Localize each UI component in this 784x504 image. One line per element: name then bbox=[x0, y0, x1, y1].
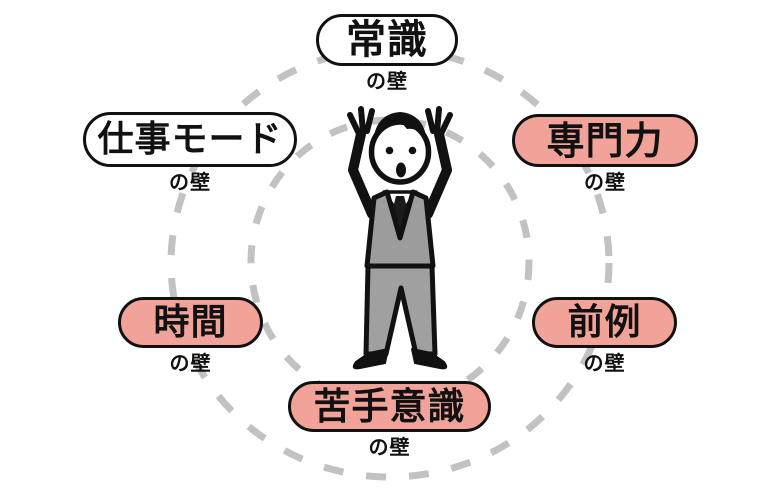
head bbox=[368, 119, 432, 185]
wall-nigate-ishiki-label: 苦手意識 bbox=[313, 385, 466, 428]
left-arm bbox=[348, 129, 377, 219]
wall-senmonryoku-label: 専門力 bbox=[546, 118, 664, 163]
wall-nigate-ishiki-pill: 苦手意識 bbox=[288, 381, 491, 432]
left-shoe bbox=[352, 348, 389, 370]
person-figure bbox=[347, 106, 453, 370]
outer-dashed-circle bbox=[167, 45, 613, 481]
wall-senmonryoku-suffix: の壁 bbox=[584, 170, 626, 194]
hair bbox=[373, 112, 427, 143]
wall-shigoto-mode-label: 仕事モード bbox=[97, 118, 283, 160]
pants bbox=[363, 263, 438, 357]
wall-shigoto-mode-suffix: の壁 bbox=[169, 170, 211, 194]
wall-nigate-ishiki: 苦手意識 の壁 bbox=[288, 381, 491, 457]
left-eye bbox=[385, 146, 394, 155]
wall-jikan-label: 時間 bbox=[153, 301, 228, 343]
wall-joshiki-suffix: の壁 bbox=[366, 69, 408, 93]
right-arm bbox=[423, 129, 452, 219]
wall-jikan-pill: 時間 bbox=[118, 297, 263, 348]
wall-senmonryoku-pill: 専門力 bbox=[512, 114, 698, 167]
left-hand-fingers bbox=[347, 106, 375, 139]
wall-jikan-suffix: の壁 bbox=[169, 351, 212, 375]
wall-senmonryoku: 専門力 の壁 bbox=[512, 114, 698, 192]
right-eye bbox=[408, 146, 417, 155]
wall-zenrei-pill: 前例 bbox=[532, 297, 677, 348]
wall-zenrei-label: 前例 bbox=[567, 301, 642, 343]
right-shoe bbox=[411, 348, 448, 370]
wall-nigate-ishiki-suffix: の壁 bbox=[368, 435, 411, 459]
wall-shigoto-mode: 仕事モード の壁 bbox=[83, 112, 297, 192]
wall-zenrei: 前例 の壁 bbox=[532, 297, 677, 373]
wall-joshiki: 常識 の壁 bbox=[316, 14, 458, 91]
wall-jikan: 時間 の壁 bbox=[118, 297, 263, 373]
right-hand-fingers bbox=[425, 106, 453, 139]
wall-shigoto-mode-pill: 仕事モード bbox=[83, 112, 297, 167]
wall-joshiki-label: 常識 bbox=[346, 17, 428, 63]
mouth bbox=[396, 162, 406, 178]
inner-dashed-circle bbox=[247, 116, 533, 408]
wall-joshiki-pill: 常識 bbox=[316, 14, 458, 66]
wall-zenrei-suffix: の壁 bbox=[583, 351, 626, 375]
